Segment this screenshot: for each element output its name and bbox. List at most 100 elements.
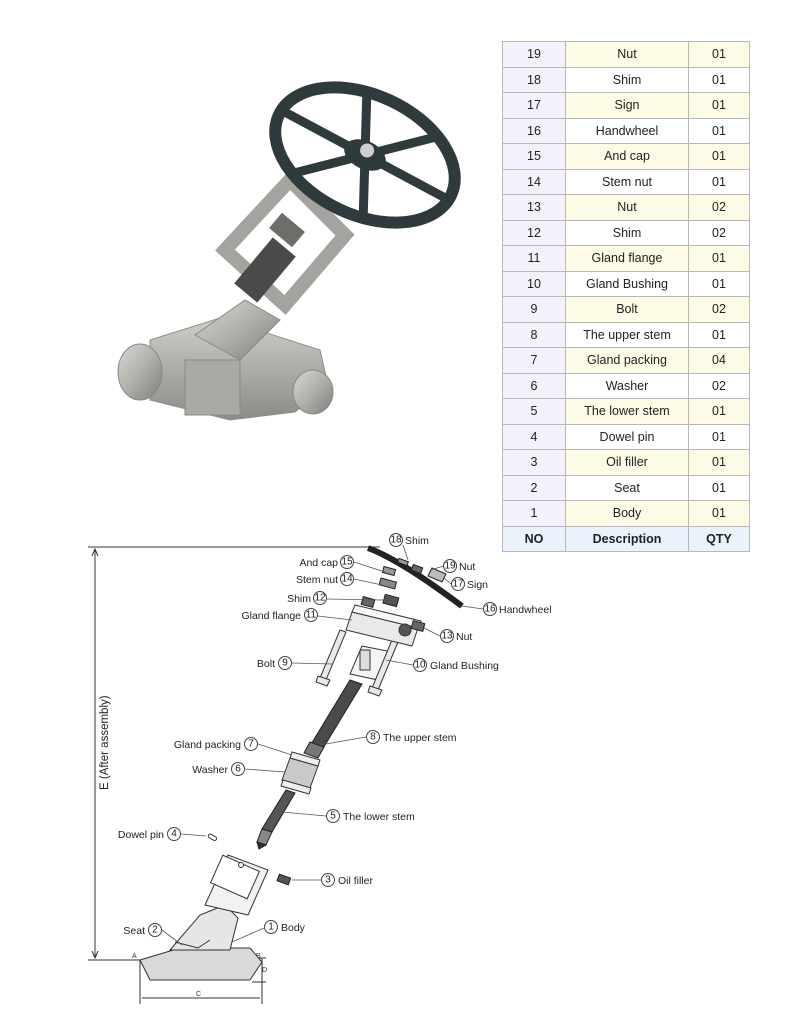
table-cell-desc: Sign [565, 92, 689, 119]
table-cell-no: 8 [502, 321, 566, 348]
callout-num: 2 [152, 925, 158, 936]
callout-num: 15 [341, 557, 353, 568]
table-cell-desc: Description [565, 525, 689, 552]
callout-5: 5 The lower stem [326, 809, 415, 823]
table-cell-no: 6 [502, 372, 566, 399]
callout-9: 9 Bolt [257, 656, 292, 670]
table-cell-qty: 01 [688, 500, 750, 527]
table-cell-qty: 01 [688, 168, 750, 195]
table-cell-qty: 01 [688, 449, 750, 476]
callout-num: 8 [370, 732, 376, 743]
exploded-diagram: E (After assembly) C A B D [88, 533, 552, 1004]
callout-num: 6 [235, 764, 241, 775]
table-cell-desc: Shim [565, 219, 689, 246]
callout-6: 6 Washer [192, 762, 245, 776]
callout-label: Gland packing [174, 739, 241, 751]
callout-num: 17 [452, 579, 464, 590]
table-cell-no: 7 [502, 347, 566, 374]
callout-num: 5 [330, 811, 336, 822]
table-cell-qty: 01 [688, 398, 750, 425]
table-cell-desc: Nut [565, 194, 689, 221]
callout-12: 12 Shim [287, 591, 327, 605]
callout-label: Body [281, 922, 306, 934]
table-cell-no: 9 [502, 296, 566, 323]
table-cell-qty: 01 [688, 270, 750, 297]
table-cell-qty: 02 [688, 219, 750, 246]
table-cell-no: 2 [502, 474, 566, 501]
table-cell-no: 16 [502, 117, 566, 144]
callout-label: Sign [467, 579, 488, 591]
table-cell-desc: Seat [565, 474, 689, 501]
table-cell-no: NO [502, 525, 566, 552]
callout-19: 19 Nut [443, 559, 475, 573]
table-cell-desc: Gland packing [565, 347, 689, 374]
oil-filler-part [276, 873, 292, 886]
table-cell-desc: Dowel pin [565, 423, 689, 450]
callout-2: 2 Seat [123, 923, 162, 937]
callout-num: 9 [282, 658, 288, 669]
table-cell-desc: Nut [565, 41, 689, 68]
table-cell-desc: And cap [565, 143, 689, 170]
callout-label: The lower stem [343, 811, 415, 823]
callout-num: 12 [314, 593, 326, 604]
callout-4: 4 Dowel pin [118, 827, 181, 841]
callout-label: Bolt [257, 658, 275, 670]
callout-label: The upper stem [383, 732, 457, 744]
top-small-parts [396, 557, 447, 583]
dim-c-label: C [196, 991, 201, 998]
callout-label: Gland Bushing [430, 660, 499, 672]
table-cell-no: 19 [502, 41, 566, 68]
table-cell-desc: Gland Bushing [565, 270, 689, 297]
handwheel-part [366, 545, 464, 609]
body-part [139, 854, 269, 981]
callout-num: 18 [390, 535, 402, 546]
callout-10: 10 Gland Bushing [413, 658, 499, 672]
table-cell-desc: The lower stem [565, 398, 689, 425]
table-cell-qty: 01 [688, 92, 750, 119]
table-cell-desc: Gland flange [565, 245, 689, 272]
callout-num: 16 [484, 604, 496, 615]
valve-photo [117, 81, 461, 421]
table-cell-no: 18 [502, 66, 566, 93]
callout-label: Dowel pin [118, 829, 164, 841]
table-cell-desc: Oil filler [565, 449, 689, 476]
callout-num: 10 [414, 660, 426, 671]
callout-label: Washer [192, 764, 228, 776]
callout-num: 7 [248, 739, 254, 750]
table-cell-no: 3 [502, 449, 566, 476]
dimension-e-label: E (After assembly) [99, 695, 111, 790]
callout-label: Shim [287, 593, 311, 605]
table-cell-qty: 02 [688, 194, 750, 221]
callout-label: Seat [123, 925, 145, 937]
table-cell-qty: 01 [688, 474, 750, 501]
table-cell-desc: The upper stem [565, 321, 689, 348]
callout-num: 19 [444, 561, 456, 572]
callout-label: And cap [299, 557, 338, 569]
table-cell-qty: 01 [688, 117, 750, 144]
table-cell-no: 4 [502, 423, 566, 450]
callout-8: 8 The upper stem [366, 730, 457, 744]
table-cell-qty: 01 [688, 143, 750, 170]
table-cell-qty: 01 [688, 423, 750, 450]
table-cell-desc: Washer [565, 372, 689, 399]
callout-num: 4 [171, 829, 177, 840]
callout-17: 17 Sign [451, 577, 488, 591]
table-cell-no: 14 [502, 168, 566, 195]
table-cell-desc: Handwheel [565, 117, 689, 144]
table-cell-qty: 01 [688, 245, 750, 272]
table-cell-desc: Body [565, 500, 689, 527]
dim-d-label: D [262, 967, 267, 974]
table-cell-qty: 01 [688, 66, 750, 93]
table-cell-no: 12 [502, 219, 566, 246]
